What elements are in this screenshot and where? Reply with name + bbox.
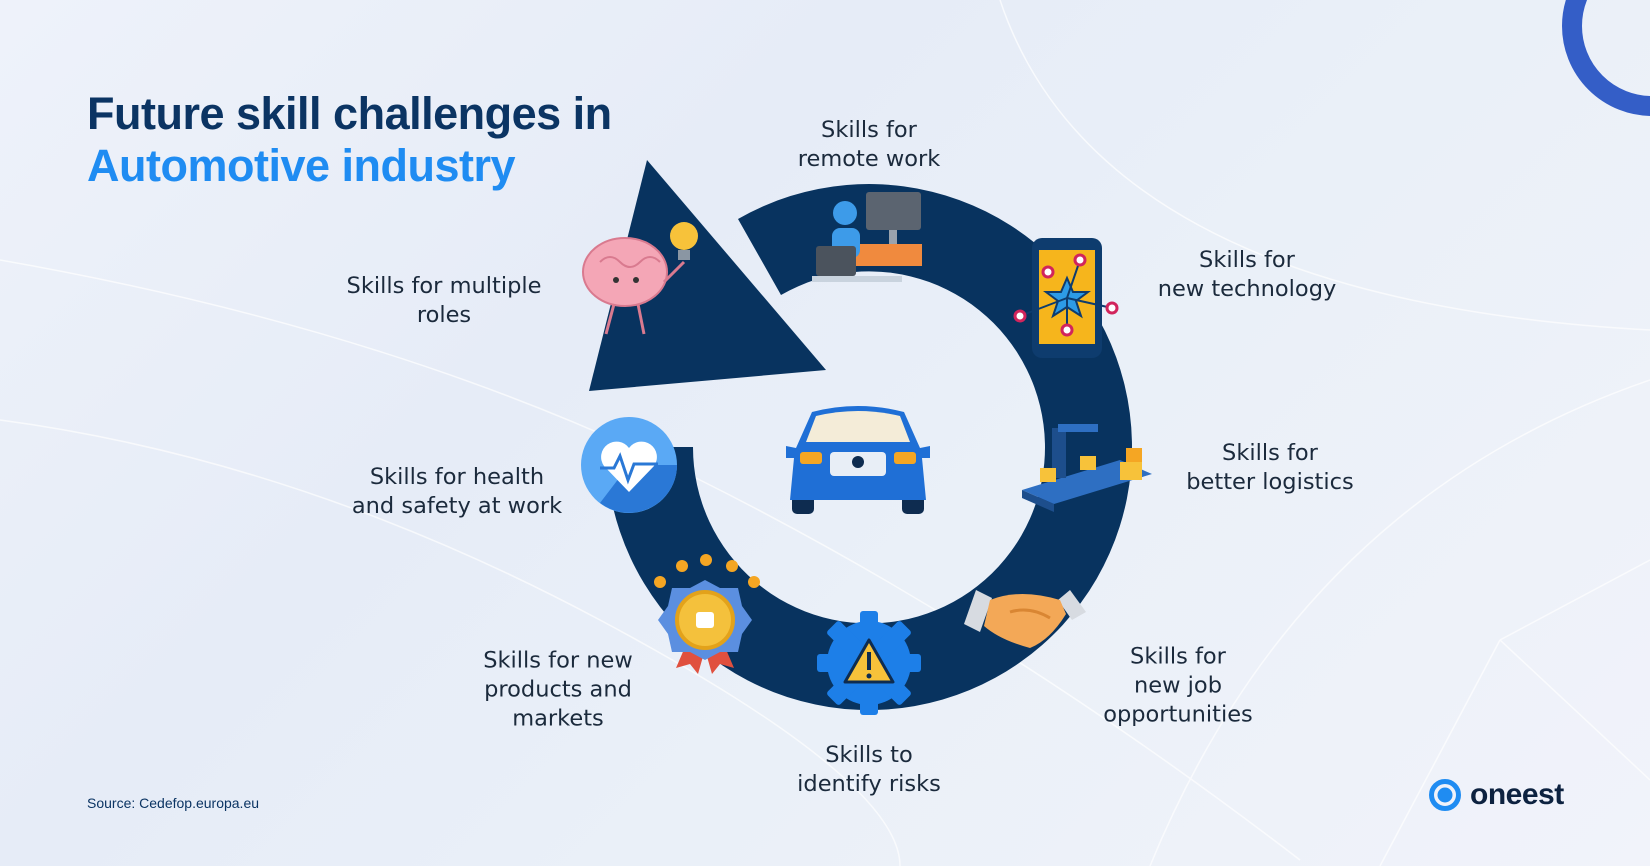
corner-arc-decoration bbox=[1562, 0, 1650, 116]
title-line-2: Automotive industry bbox=[87, 140, 516, 191]
label-line: Skills to bbox=[825, 742, 913, 768]
brand-name: oneest bbox=[1470, 778, 1564, 811]
label-better-logistics: Skills for better logistics bbox=[1186, 439, 1353, 497]
label-line: roles bbox=[416, 302, 472, 328]
label-line: Skills for health bbox=[369, 464, 545, 490]
label-line: remote work bbox=[797, 146, 941, 172]
label-line: Skills for bbox=[821, 117, 917, 143]
label-line: Skills for new bbox=[483, 647, 633, 674]
label-line: Skills for bbox=[1222, 440, 1318, 466]
medal-icon bbox=[654, 554, 760, 674]
label-line: new technology bbox=[1157, 276, 1337, 302]
label-new-technology: Skills for new technology bbox=[1158, 246, 1337, 304]
logo-ring-icon bbox=[1429, 779, 1461, 811]
cycle-arrow-ring bbox=[606, 184, 1132, 711]
label-line: and safety at work bbox=[351, 493, 563, 519]
label-multiple-roles: Skills for multiple roles bbox=[347, 272, 542, 330]
title-line-1: Future skill challenges in bbox=[87, 88, 612, 139]
label-line: products and bbox=[484, 676, 632, 703]
conveyor-logistics-icon bbox=[1022, 424, 1152, 512]
label-line: better logistics bbox=[1186, 469, 1354, 495]
warning-gear-icon bbox=[817, 611, 921, 715]
remote-work-icon bbox=[812, 192, 922, 282]
handshake-icon bbox=[964, 590, 1086, 648]
brain-idea-icon bbox=[582, 222, 698, 335]
label-line: Skills for bbox=[1130, 643, 1226, 670]
brand-logo: oneest bbox=[1428, 778, 1564, 812]
label-health-safety: Skills for health and safety at work bbox=[352, 463, 562, 521]
label-line: new job bbox=[1134, 672, 1222, 699]
label-line: identify risks bbox=[797, 771, 941, 797]
label-line: Skills for bbox=[1199, 247, 1295, 273]
heart-health-icon bbox=[581, 417, 677, 513]
label-line: opportunities bbox=[1103, 701, 1253, 728]
cycle-arrow-head bbox=[589, 160, 826, 391]
label-line: markets bbox=[512, 705, 604, 732]
smartphone-network-icon bbox=[1013, 238, 1119, 358]
label-line: Skills for multiple bbox=[346, 273, 542, 299]
label-identify-risks: Skills to identify risks bbox=[797, 741, 941, 799]
source-note: Source: Cedefop.europa.eu bbox=[87, 795, 260, 811]
car-icon bbox=[786, 406, 930, 514]
page-title: Future skill challenges in Automotive in… bbox=[87, 88, 612, 192]
label-remote-work: Skills for remote work bbox=[798, 116, 941, 174]
